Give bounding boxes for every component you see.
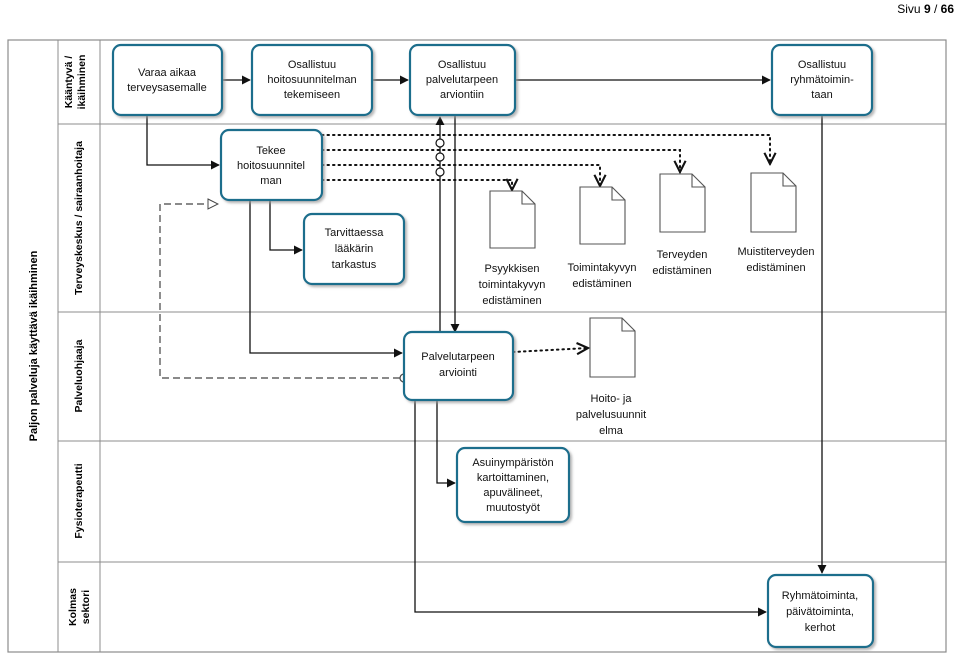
svg-text:ikäihminen: ikäihminen (76, 55, 88, 110)
line-jumps (435, 138, 445, 177)
svg-text:sektori: sektori (80, 590, 92, 625)
lane-label-ikaihminen: Kääntyvä / ikäihminen (63, 55, 88, 110)
svg-text:Kolmas: Kolmas (67, 588, 79, 626)
lane-label-fysioterapeutti: Fysioterapeutti (73, 463, 85, 538)
pool-title: Paljon palveluja käyttävä ikäihminen (28, 250, 40, 441)
associations (321, 134, 770, 352)
lane-separators (58, 123, 946, 563)
svg-text:Palveluohjaaja: Palveluohjaaja (73, 339, 85, 412)
svg-text:Terveyskeskus / sairaanhoitaja: Terveyskeskus / sairaanhoitaja (73, 141, 85, 295)
page-number: Sivu 9 / 66 (897, 2, 954, 16)
lane-label-palveluohjaaja: Palveluohjaaja (73, 339, 85, 412)
sequence-flows (146, 75, 827, 617)
lane-label-terveyskeskus: Terveyskeskus / sairaanhoitaja (73, 141, 85, 295)
svg-text:Kääntyvä /: Kääntyvä / (63, 56, 75, 109)
svg-text:Fysioterapeutti: Fysioterapeutti (73, 463, 85, 538)
task-ryhmatoiminta[interactable]: Ryhmätoiminta,päivätoiminta,kerhot (766, 573, 875, 649)
lane-label-kolmas-sektori: Kolmas sektori (67, 588, 92, 626)
svg-text:Ryhmätoiminta,päivätoiminta,ke: Ryhmätoiminta,päivätoiminta,kerhot (782, 590, 858, 634)
